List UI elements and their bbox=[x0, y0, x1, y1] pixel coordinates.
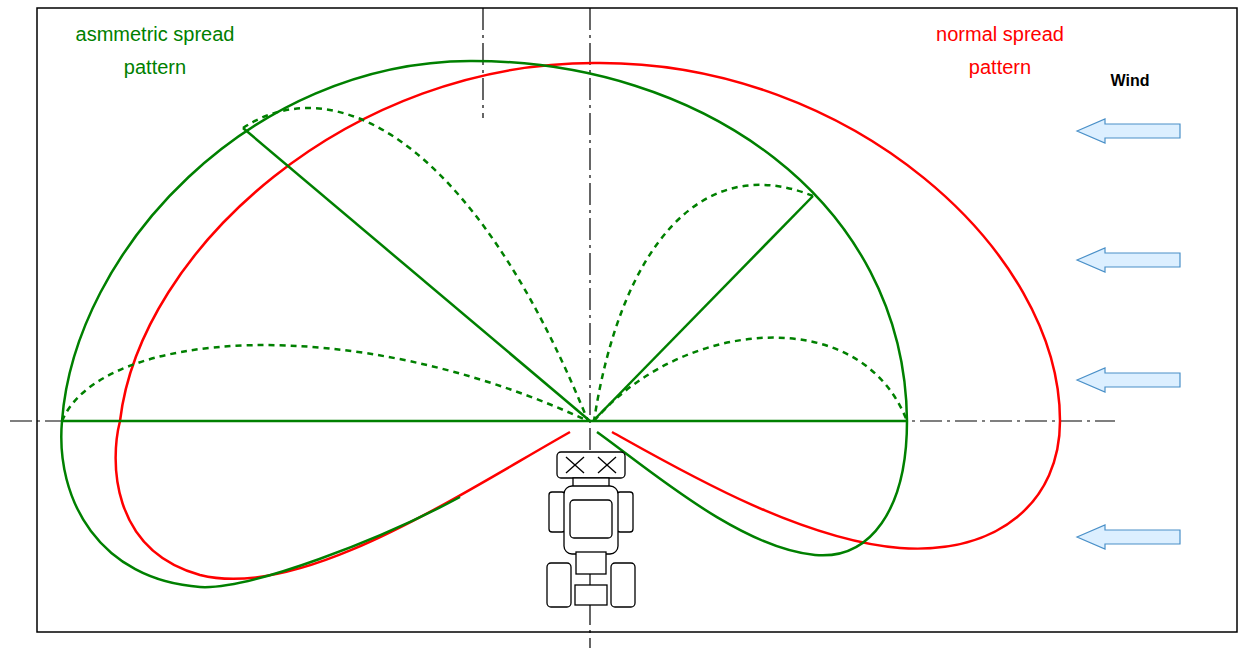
dashed-curve bbox=[594, 185, 813, 421]
dashed-curve bbox=[243, 108, 588, 421]
normal-pattern-curve bbox=[116, 63, 1060, 579]
pattern-label: normal spread pattern bbox=[910, 18, 1090, 84]
tractor bbox=[547, 452, 635, 607]
frame bbox=[37, 8, 1237, 632]
asymmetric-pattern-curve bbox=[61, 61, 907, 587]
wind-arrows bbox=[1077, 119, 1180, 549]
dashed-curve bbox=[62, 345, 588, 421]
pattern-baseline bbox=[62, 420, 907, 423]
pattern-label: asmmetric spread pattern bbox=[50, 18, 260, 84]
horizontal-axis bbox=[10, 420, 1115, 421]
offset-axis bbox=[482, 8, 483, 118]
dashed-curve bbox=[594, 338, 907, 421]
spoke bbox=[243, 128, 590, 421]
spoke bbox=[593, 196, 813, 421]
wind-label: Wind bbox=[1090, 64, 1170, 97]
